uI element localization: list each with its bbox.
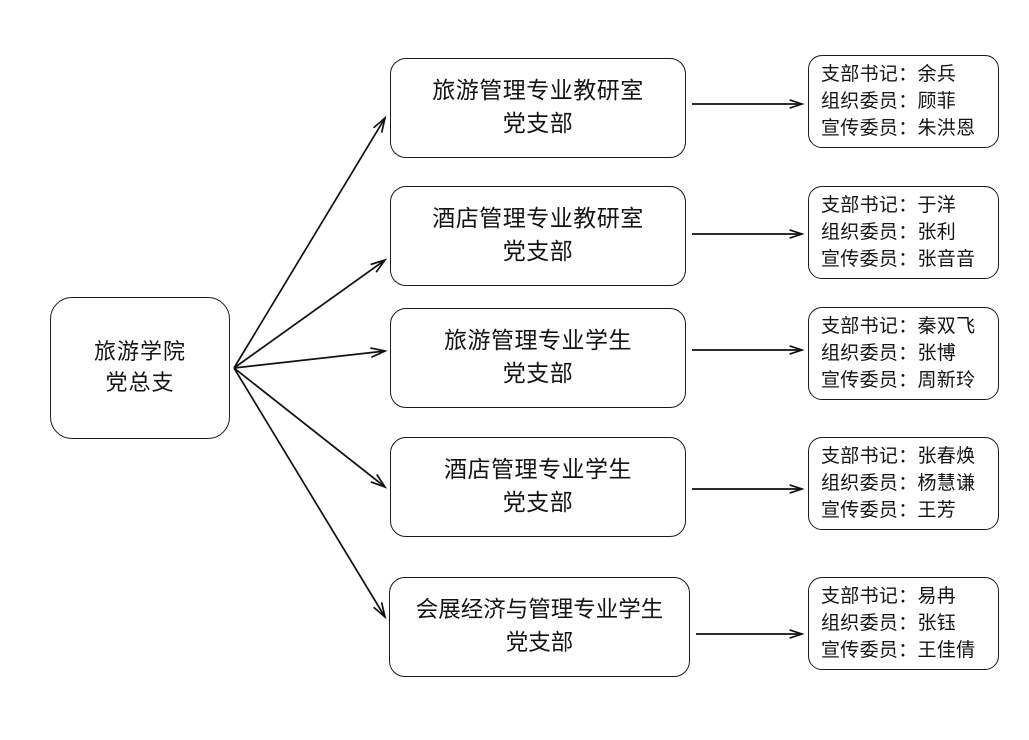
- unit-node-tourism-management-teaching[interactable]: 旅游管理专业教研室 党支部: [390, 58, 686, 158]
- roster-line-publicity-member: 宣传委员：王佳倩: [821, 638, 976, 661]
- roster-connector-5: [696, 629, 805, 639]
- unit-node-label: 旅游管理专业学生 党支部: [444, 327, 632, 387]
- unit-node-tourism-management-students[interactable]: 旅游管理专业学生 党支部: [390, 308, 686, 408]
- roster-line-publicity-member: 宣传委员：张音音: [821, 247, 976, 270]
- fan-connector-4: [233, 367, 388, 489]
- roster-connector-1: [692, 99, 805, 109]
- unit-node-label: 会展经济与管理专业学生 党支部: [415, 597, 664, 656]
- root-node-tourism-college-party-branch[interactable]: 旅游学院 党总支: [50, 297, 230, 439]
- unit-node-label: 旅游管理专业教研室 党支部: [432, 77, 644, 137]
- roster-line-secretary: 支部书记：张春焕: [821, 445, 976, 468]
- roster-node-tourism-management-teaching[interactable]: 支部书记：余兵组织委员：顾菲宣传委员：朱洪恩: [808, 55, 999, 148]
- fan-connector-3: [233, 347, 388, 369]
- unit-node-label: 酒店管理专业学生 党支部: [444, 456, 632, 516]
- roster-line-publicity-member: 宣传委员：朱洪恩: [821, 116, 976, 139]
- roster-line-organization-member: 组织委员：顾菲: [821, 90, 957, 113]
- fan-connector-2: [233, 258, 388, 369]
- roster-line-organization-member: 组织委员：张博: [821, 342, 957, 365]
- unit-node-label: 酒店管理专业教研室 党支部: [432, 205, 644, 265]
- roster-line-organization-member: 组织委员：张钰: [821, 612, 957, 635]
- unit-node-exhibition-economy-students[interactable]: 会展经济与管理专业学生 党支部: [389, 577, 690, 677]
- roster-line-secretary: 支部书记：于洋: [821, 194, 957, 217]
- roster-connector-2: [692, 229, 805, 239]
- roster-lines: 支部书记：余兵组织委员：顾菲宣传委员：朱洪恩: [821, 61, 975, 142]
- roster-lines: 支部书记：秦双飞组织委员：张博宣传委员：周新玲: [821, 313, 975, 394]
- roster-line-publicity-member: 宣传委员：王芳: [821, 498, 957, 521]
- roster-line-organization-member: 组织委员：杨慧谦: [821, 472, 976, 495]
- roster-node-tourism-management-students[interactable]: 支部书记：秦双飞组织委员：张博宣传委员：周新玲: [808, 307, 999, 400]
- roster-line-secretary: 支部书记：秦双飞: [821, 315, 976, 338]
- roster-connector-4: [692, 484, 805, 494]
- roster-line-secretary: 支部书记：易冉: [821, 585, 957, 608]
- roster-lines: 支部书记：于洋组织委员：张利宣传委员：张音音: [821, 192, 975, 273]
- roster-node-hotel-management-students[interactable]: 支部书记：张春焕组织委员：杨慧谦宣传委员：王芳: [808, 437, 999, 530]
- roster-line-secretary: 支部书记：余兵: [821, 63, 957, 86]
- roster-lines: 支部书记：张春焕组织委员：杨慧谦宣传委员：王芳: [821, 443, 975, 524]
- unit-node-hotel-management-students[interactable]: 酒店管理专业学生 党支部: [390, 437, 686, 537]
- roster-connector-3: [692, 345, 805, 355]
- unit-node-hotel-management-teaching[interactable]: 酒店管理专业教研室 党支部: [390, 186, 686, 286]
- roster-lines: 支部书记：易冉组织委员：张钰宣传委员：王佳倩: [821, 583, 975, 664]
- fan-connector-1: [233, 115, 387, 369]
- roster-line-publicity-member: 宣传委员：周新玲: [821, 368, 976, 391]
- roster-node-exhibition-economy-students[interactable]: 支部书记：易冉组织委员：张钰宣传委员：王佳倩: [808, 577, 999, 670]
- roster-node-hotel-management-teaching[interactable]: 支部书记：于洋组织委员：张利宣传委员：张音音: [808, 186, 999, 279]
- root-node-label: 旅游学院 党总支: [93, 339, 186, 396]
- roster-line-organization-member: 组织委员：张利: [821, 221, 957, 244]
- fan-connector-5: [233, 367, 387, 620]
